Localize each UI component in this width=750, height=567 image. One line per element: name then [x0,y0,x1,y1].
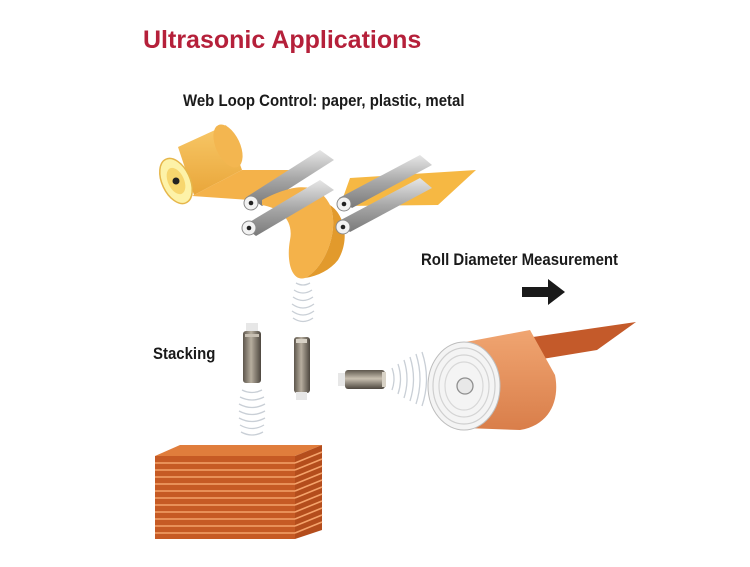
roll-diameter-measurement-label: Roll Diameter Measurement [421,250,619,269]
ultrasonic-sensor-icon [294,337,310,400]
sound-wave-icon [291,282,315,323]
ultrasonic-sensor-icon [338,370,386,389]
sound-wave-icon [238,389,266,436]
web-loop-illustration [159,124,476,279]
ultrasonic-sensor-icon [243,323,261,383]
paper-roll [159,124,243,205]
page-title: Ultrasonic Applications [143,26,422,54]
sheet-stack [155,445,323,539]
stacking-label: Stacking [153,344,216,363]
measured-roll [427,322,636,431]
right-arrow-icon [522,279,565,305]
sound-wave-icon [391,351,428,407]
web-loop-control-label: Web Loop Control: paper, plastic, metal [183,91,465,110]
